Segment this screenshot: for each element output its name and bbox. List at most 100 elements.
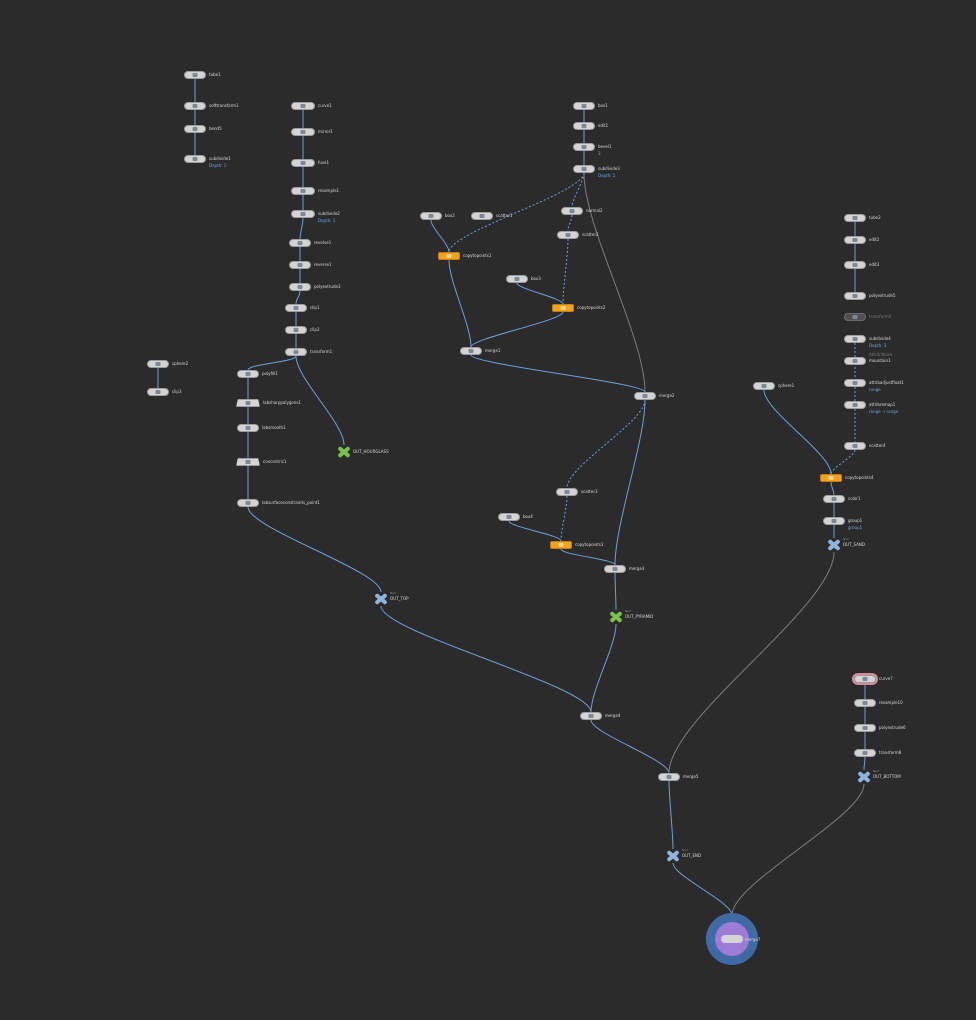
node-subdivide1[interactable] [184, 155, 206, 163]
node-merge1[interactable] [460, 347, 482, 355]
node-transform4[interactable] [844, 313, 866, 321]
node-subdivide4[interactable] [844, 335, 866, 343]
node-label: tube2 [869, 215, 881, 220]
node-edit3[interactable] [844, 261, 866, 269]
node-box2[interactable] [420, 212, 442, 220]
node-type-icon [581, 104, 587, 108]
node-copytopoints1[interactable] [438, 252, 460, 260]
node-fuse1[interactable] [291, 159, 315, 167]
node-label: attribadjustfloat1 [869, 380, 904, 385]
node-attribadjustfloat1[interactable] [844, 379, 866, 387]
null-type-tag: Null [873, 769, 879, 773]
node-merge4[interactable] [580, 712, 602, 720]
wire-box3-to-copytopoints2 [516, 282, 564, 305]
node-merge2[interactable] [634, 392, 656, 400]
null-out-pyramid[interactable] [608, 610, 624, 624]
node-label: curve1 [318, 103, 332, 108]
node-resample10[interactable] [854, 699, 876, 707]
node-tube2[interactable] [844, 214, 866, 222]
node-polyextrude3[interactable] [289, 283, 311, 291]
node-box4[interactable] [498, 513, 520, 521]
node-edit2[interactable] [844, 236, 866, 244]
node-label: bend5 [209, 126, 222, 131]
node-mountain1[interactable] [844, 357, 866, 365]
node-label: concentric1 [263, 459, 287, 464]
node-curve1[interactable] [291, 102, 315, 110]
node-labsurfaceconstraints_point1[interactable] [237, 499, 259, 507]
node-tube1[interactable] [184, 71, 206, 79]
node-reverse1[interactable] [289, 261, 311, 269]
wire-box2-to-copytopoints1 [430, 219, 450, 253]
node-normal2[interactable] [561, 207, 583, 215]
node-box3[interactable] [506, 275, 528, 283]
node-label: fuse1 [318, 160, 330, 165]
node-subdivide3[interactable] [573, 165, 595, 173]
node-type-icon [831, 497, 837, 501]
node-type-icon [245, 401, 251, 405]
node-sphere2[interactable] [147, 360, 169, 368]
node-type-icon [155, 390, 161, 394]
node-scatter1[interactable] [471, 212, 493, 220]
node-label: clip2 [310, 327, 320, 332]
node-merge3[interactable] [604, 565, 626, 573]
null-out-sand[interactable] [826, 538, 842, 552]
node-label: subdivide3 [598, 166, 620, 171]
node-type-icon [852, 403, 858, 407]
node-merge7[interactable] [721, 935, 743, 943]
node-sublabel: Depth: 1 [209, 163, 227, 168]
wire-subdivide3-to-normal2 [571, 172, 585, 208]
node-copytopoints2[interactable] [552, 304, 574, 312]
node-clip2[interactable] [285, 326, 307, 334]
node-sublabel: range [869, 387, 881, 392]
node-copytopoints3[interactable] [550, 541, 572, 549]
node-label: box2 [445, 213, 455, 218]
node-sphere1[interactable] [753, 382, 775, 390]
node-label: subdivide2 [318, 211, 340, 216]
node-type-icon [666, 775, 672, 779]
node-transform1[interactable] [285, 348, 307, 356]
null-out-end[interactable] [665, 849, 681, 863]
node-scatter3[interactable] [556, 488, 578, 496]
node-subdivide2[interactable] [291, 210, 315, 218]
node-bevel1[interactable] [573, 143, 595, 151]
node-group1[interactable] [823, 517, 845, 525]
node-attribremap1[interactable] [844, 401, 866, 409]
node-mirror1[interactable] [291, 128, 315, 136]
node-color1[interactable] [823, 495, 845, 503]
node-labsharppolygons1[interactable] [236, 399, 260, 407]
node-resample1[interactable] [291, 187, 315, 195]
node-edit1[interactable] [573, 122, 595, 130]
node-scatter2[interactable] [557, 231, 579, 239]
node-label: normal2 [586, 208, 603, 213]
node-softtransform1[interactable] [184, 102, 206, 110]
node-label: merge3 [629, 566, 645, 571]
node-merge5[interactable] [658, 773, 680, 781]
node-clip1[interactable] [285, 304, 307, 312]
node-polyextrude5[interactable] [844, 292, 866, 300]
node-bend5[interactable] [184, 125, 206, 133]
node-type-icon [300, 189, 306, 193]
null-out-top[interactable] [373, 592, 389, 606]
null-out-bottom[interactable] [856, 770, 872, 784]
wire-merge3-to-OUT_PYRAMID [614, 572, 617, 611]
node-clip3[interactable] [147, 388, 169, 396]
node-type-icon [514, 277, 520, 281]
null-out-hourglass[interactable] [336, 445, 352, 459]
node-box1[interactable] [573, 102, 595, 110]
wire-copytopoints2-to-merge1 [470, 311, 564, 348]
node-transform8[interactable] [854, 749, 876, 757]
node-concentric1[interactable] [236, 458, 260, 466]
wire-subdivide3-to-copytopoints1 [448, 172, 585, 253]
node-copytopoints4[interactable] [820, 474, 842, 482]
node-revolve1[interactable] [289, 239, 311, 247]
node-label: labsmooth1 [262, 425, 286, 430]
node-scatter4[interactable] [844, 442, 866, 450]
node-curve7[interactable] [854, 675, 876, 683]
node-polyextrude6[interactable] [854, 724, 876, 732]
node-label: edit1 [598, 123, 609, 128]
node-labsmooth1[interactable] [237, 424, 259, 432]
node-polyfill1[interactable] [237, 370, 259, 378]
node-label: scatter1 [496, 213, 513, 218]
